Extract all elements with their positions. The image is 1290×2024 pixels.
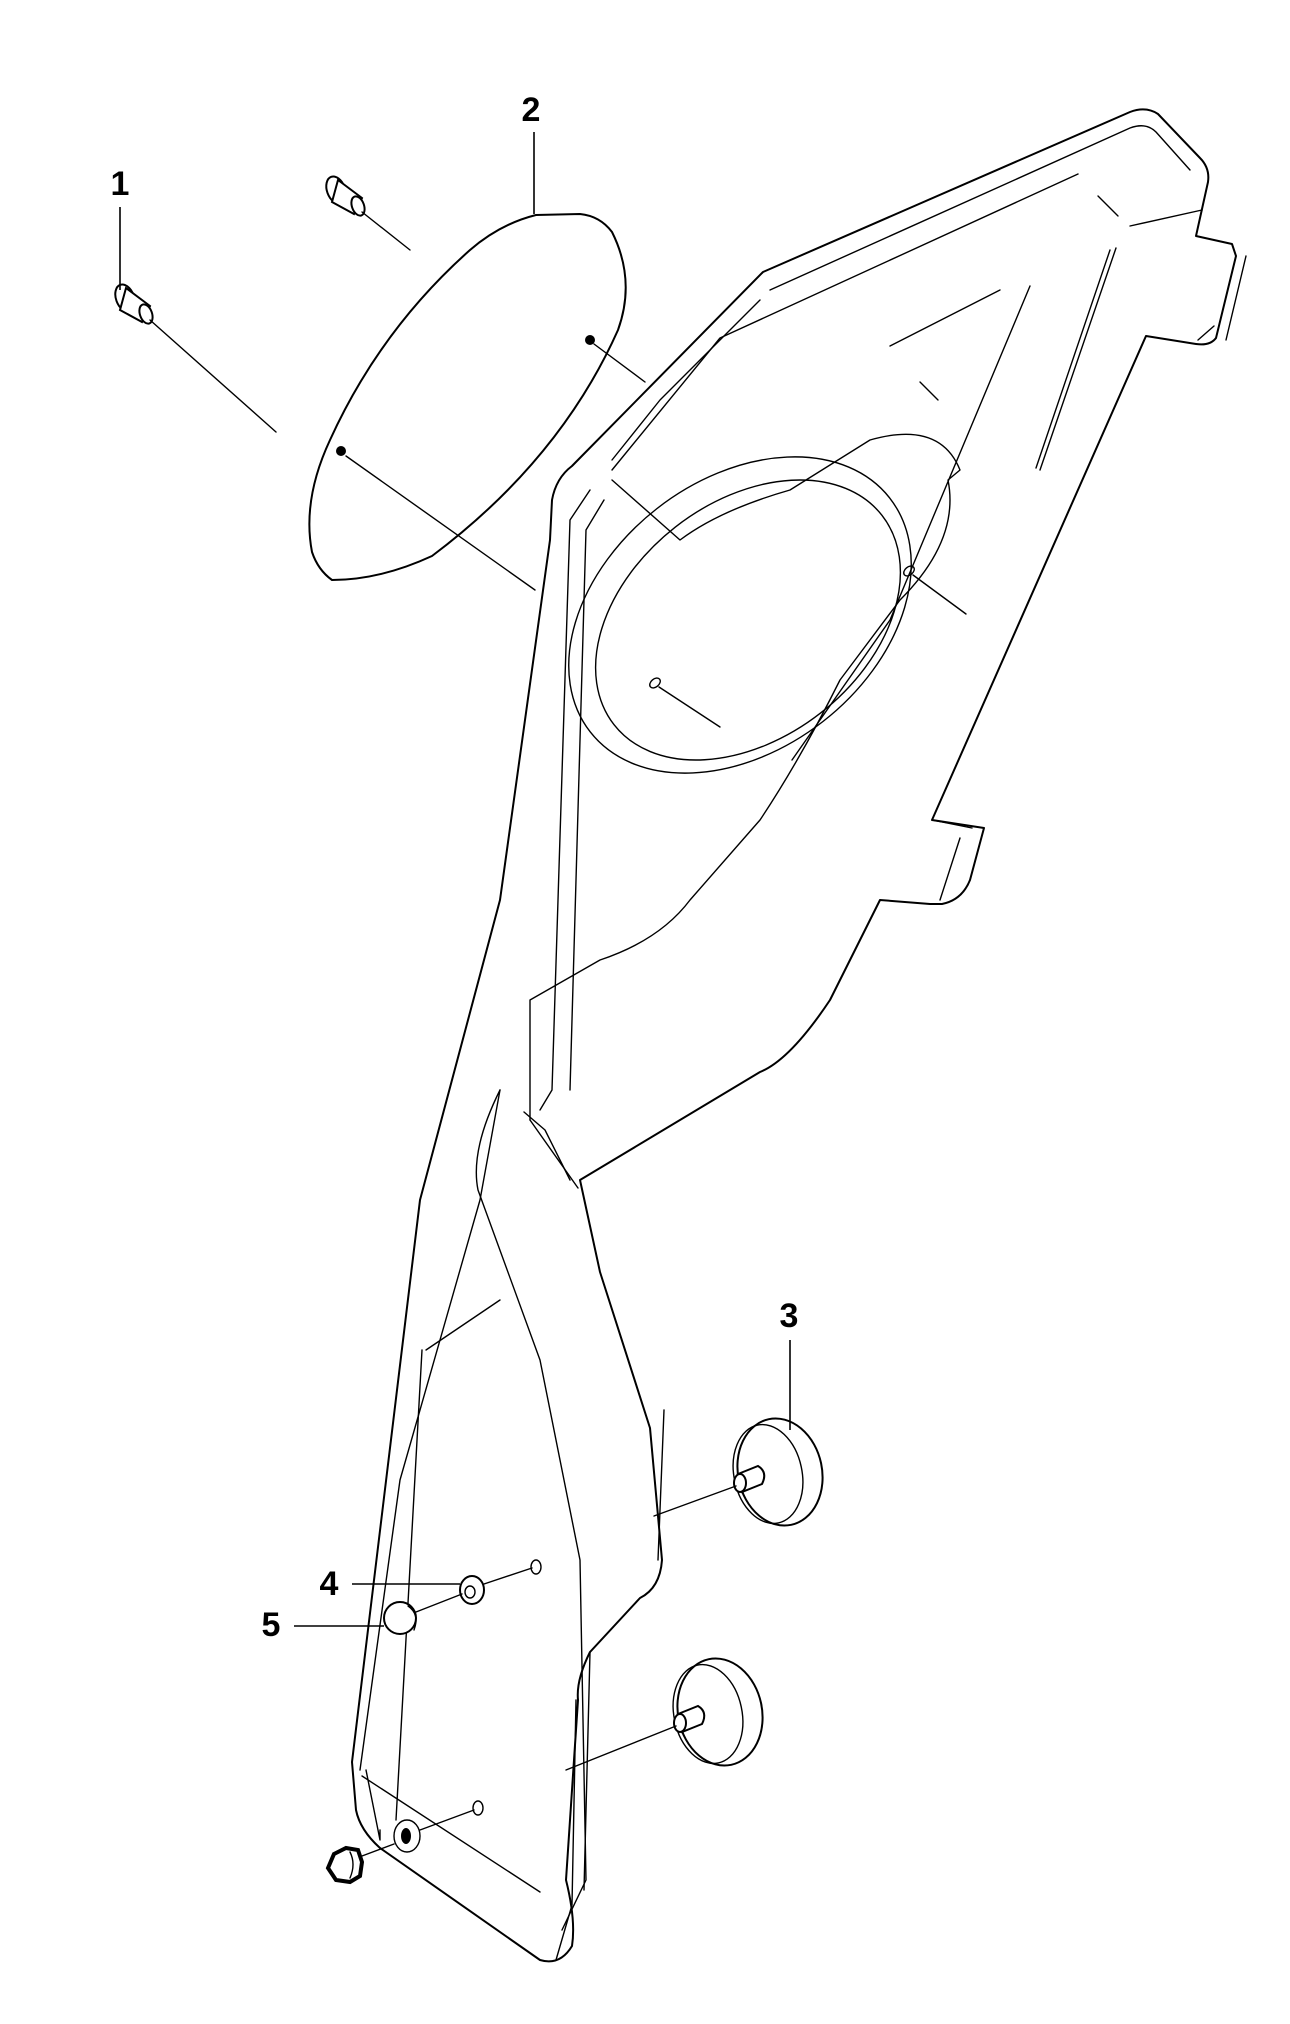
recess-hole-upper	[903, 565, 967, 615]
guard-body	[351, 108, 1247, 1963]
stud-hole-upper	[530, 1559, 542, 1575]
callout-3: 3	[779, 1297, 799, 1335]
disc-hole-lower	[336, 446, 346, 456]
stud-hole-lower	[472, 1800, 484, 1816]
callout-2: 2	[521, 91, 541, 129]
callout-1: 1	[110, 165, 130, 203]
callout-4: 4	[319, 1565, 339, 1603]
recess-hole-lower	[649, 677, 721, 728]
callout-5: 5	[261, 1606, 281, 1644]
washer-upper	[459, 1575, 485, 1605]
cover-disc	[308, 212, 627, 582]
nut-lower	[325, 1845, 365, 1885]
disc-hole-upper	[585, 335, 595, 345]
rubber-foot-upper	[653, 1417, 824, 1527]
washer-lower	[393, 1819, 421, 1853]
rubber-foot-lower	[565, 1657, 764, 1771]
rivet-right	[325, 175, 646, 383]
leader-lines	[119, 132, 791, 1627]
nut-upper	[383, 1601, 417, 1635]
